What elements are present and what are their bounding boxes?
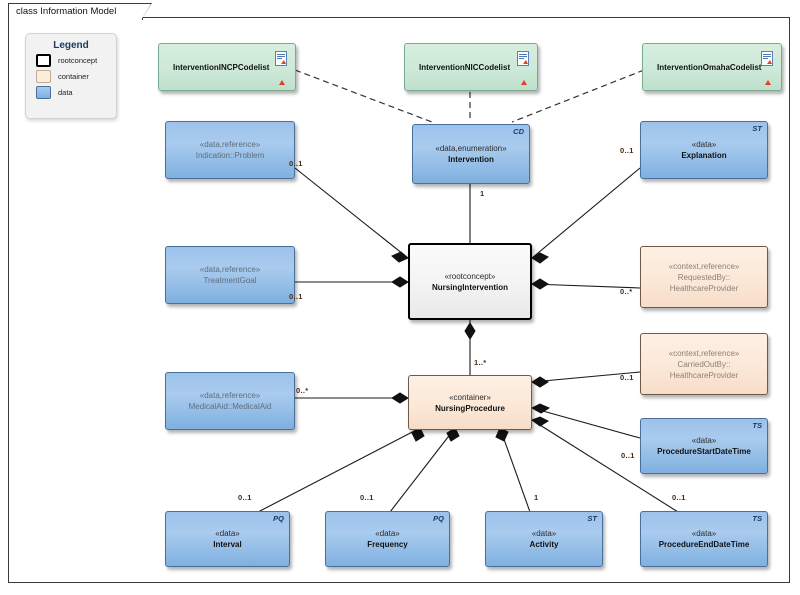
class-stereotype: «data» [691,140,717,149]
multiplicity-intervention: 1 [480,189,485,198]
class-node-intervention-ncp-codelist[interactable]: InterventionINCPCodelist [158,43,296,91]
multiplicity-medical-aid: 0..* [296,386,309,395]
class-name: MedicalAid::MedicalAid [188,402,272,411]
legend-label-container: container [58,72,89,81]
class-name-line2: HealthcareProvider [669,283,739,293]
multiplicity-explanation: 0..1 [620,146,634,155]
type-code: TS [752,421,762,430]
warning-triangle-icon [521,80,527,85]
class-node-procedure-start-datetime[interactable]: TS «data» ProcedureStartDateTime [640,418,768,474]
class-name: Interval [213,540,242,549]
diagram-title-tab: class Information Model [8,3,153,20]
class-stereotype: «context,reference» [668,348,740,358]
class-stereotype: «data» [691,436,717,445]
class-name: NursingProcedure [435,403,505,413]
class-stereotype: «data» [691,529,717,538]
legend-swatch-data [36,86,51,99]
multiplicity-procedure-end-datetime: 0..1 [672,493,686,502]
class-node-requested-by[interactable]: «context,reference» RequestedBy:: Health… [640,246,768,308]
type-code: CD [513,127,524,136]
multiplicity-indication-problem: 0..1 [289,159,303,168]
class-stereotype: «data» [215,529,240,538]
class-stereotype: «data,enumeration» [435,144,507,153]
class-name: Intervention [448,155,494,164]
type-code: PQ [273,514,284,523]
class-name: Explanation [681,151,727,160]
class-name: ProcedureEndDateTime [658,540,750,549]
class-node-procedure-end-datetime[interactable]: TS «data» ProcedureEndDateTime [640,511,768,567]
class-node-interval[interactable]: PQ «data» Interval [165,511,290,567]
class-node-explanation[interactable]: ST «data» Explanation [640,121,768,179]
legend-label-data: data [58,88,73,97]
multiplicity-interval: 0..1 [238,493,252,502]
class-node-intervention[interactable]: CD «data,enumeration» Intervention [412,124,530,184]
multiplicity-nursing-procedure: 1..* [474,358,487,367]
document-icon [761,51,773,66]
legend-swatch-container [36,70,51,83]
legend-panel: Legend rootconcept container data [25,33,117,119]
class-stereotype: «data» [375,529,400,538]
class-node-intervention-nic-codelist[interactable]: InterventionNICCodelist [404,43,538,91]
type-code: ST [587,514,597,523]
class-stereotype: «data,reference» [199,391,261,400]
class-name: Indication::Problem [195,151,265,160]
type-code: TS [752,514,762,523]
multiplicity-requested-by: 0..* [620,287,633,296]
legend-item-data: data [36,86,116,99]
class-name: RequestedBy:: [677,272,731,282]
class-stereotype: «rootconcept» [444,271,496,281]
class-node-nursing-intervention[interactable]: «rootconcept» NursingIntervention [408,243,532,320]
legend-label-rootconcept: rootconcept [58,56,98,65]
class-stereotype: «data,reference» [199,265,261,274]
legend-title: Legend [53,40,89,51]
warning-triangle-icon [765,80,771,85]
multiplicity-activity: 1 [534,493,539,502]
class-stereotype: «data» [531,529,557,538]
class-stereotype: «context,reference» [668,261,740,271]
class-node-carried-out-by[interactable]: «context,reference» CarriedOutBy:: Healt… [640,333,768,395]
document-icon [275,51,287,66]
class-name: Activity [529,540,559,549]
legend-swatch-rootconcept [36,54,51,67]
legend-item-rootconcept: rootconcept [36,54,116,67]
class-node-nursing-procedure[interactable]: «container» NursingProcedure [408,375,532,430]
class-name: InterventionNICCodelist [419,62,511,72]
class-name: TreatmentGoal [203,276,257,285]
multiplicity-treatment-goal: 0..1 [289,292,303,301]
type-code: ST [752,124,762,133]
warning-triangle-icon [279,80,285,85]
multiplicity-frequency: 0..1 [360,493,374,502]
class-name: CarriedOutBy:: [677,359,731,369]
type-code: PQ [433,514,444,523]
class-name: InterventionINCPCodelist [173,62,270,72]
class-node-medical-aid[interactable]: «data,reference» MedicalAid::MedicalAid [165,372,295,430]
document-icon [517,51,529,66]
class-node-intervention-omaha-codelist[interactable]: InterventionOmahaCodelist [642,43,782,91]
legend-item-container: container [36,70,116,83]
class-stereotype: «container» [449,392,491,402]
class-node-indication-problem[interactable]: «data,reference» Indication::Problem [165,121,295,179]
class-name: Frequency [367,540,408,549]
class-node-frequency[interactable]: PQ «data» Frequency [325,511,450,567]
multiplicity-carried-out-by: 0..1 [620,373,634,382]
class-name-line2: HealthcareProvider [669,370,739,380]
class-name: ProcedureStartDateTime [657,447,751,456]
class-node-activity[interactable]: ST «data» Activity [485,511,603,567]
class-name: InterventionOmahaCodelist [657,62,762,72]
multiplicity-procedure-start-datetime: 0..1 [621,451,635,460]
class-node-treatment-goal[interactable]: «data,reference» TreatmentGoal [165,246,295,304]
class-stereotype: «data,reference» [199,140,261,149]
class-name: NursingIntervention [431,282,508,292]
